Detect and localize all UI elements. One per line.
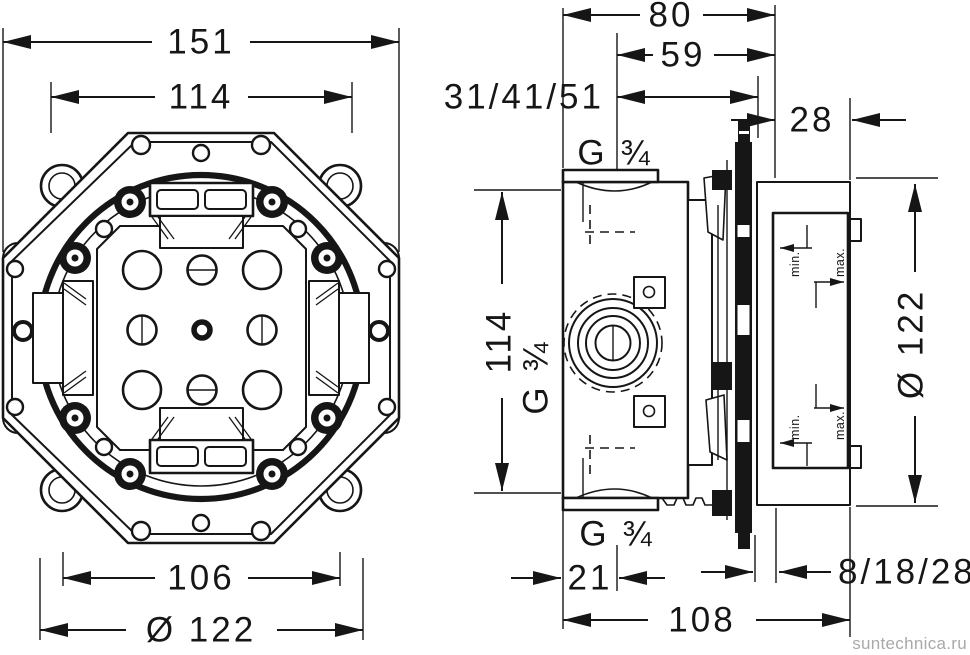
dim-finish-depth-label: 8/18/28 bbox=[838, 553, 970, 592]
dim-port-offset-label: 21 bbox=[568, 559, 613, 598]
dim-depth-no-wall-label: 80 bbox=[649, 0, 694, 35]
hole-pattern-grid bbox=[121, 249, 283, 411]
dim-rough-in-depth-label: 31/41/51 bbox=[444, 78, 604, 117]
wall-zone: min. max. max. min. bbox=[756, 181, 862, 506]
dim-inner-width-label: 114 bbox=[169, 78, 234, 117]
min-max-markers: min. max. max. min. bbox=[780, 225, 847, 466]
min-label-top: min. bbox=[788, 251, 802, 277]
mounting-plate bbox=[712, 120, 752, 549]
mounting-bosses bbox=[59, 186, 343, 490]
side-view-dimensions: 80 59 31/41/51 28 114 Ø 122 21 8/18/28 bbox=[444, 0, 970, 640]
valve-body bbox=[561, 160, 728, 520]
max-label-bottom: max. bbox=[833, 411, 847, 440]
clamp-brackets bbox=[32, 181, 370, 475]
front-view-dimensions: 151 114 106 Ø 122 bbox=[2, 23, 400, 650]
thread-side-label: G ¾ bbox=[517, 339, 556, 414]
side-view: min. max. max. min. 80 59 31/41/51 bbox=[444, 0, 970, 640]
dim-overall-width-label: 151 bbox=[167, 23, 234, 62]
dim-wall-zone-label: 28 bbox=[790, 101, 835, 140]
screw-holes bbox=[5, 134, 397, 542]
dim-total-depth-label: 108 bbox=[668, 601, 735, 640]
side-port-g34 bbox=[563, 293, 663, 393]
dim-front-diameter-label: Ø 122 bbox=[146, 611, 256, 650]
thread-bottom-label: G ¾ bbox=[579, 515, 654, 554]
thread-top-label: G ¾ bbox=[577, 134, 652, 173]
watermark-text: suntechnica.ru bbox=[852, 634, 967, 653]
dim-bottom-width-label: 106 bbox=[167, 559, 234, 598]
dim-height-label: 114 bbox=[480, 309, 519, 374]
dim-side-diameter-label: Ø 122 bbox=[892, 289, 931, 399]
min-label-bottom: min. bbox=[788, 414, 802, 440]
thread-labels: G ¾ G ¾ G ¾ bbox=[517, 134, 654, 554]
front-view: 151 114 106 Ø 122 bbox=[1, 23, 401, 650]
dim-depth-port-label: 59 bbox=[661, 36, 706, 75]
max-label-top: max. bbox=[833, 248, 847, 277]
